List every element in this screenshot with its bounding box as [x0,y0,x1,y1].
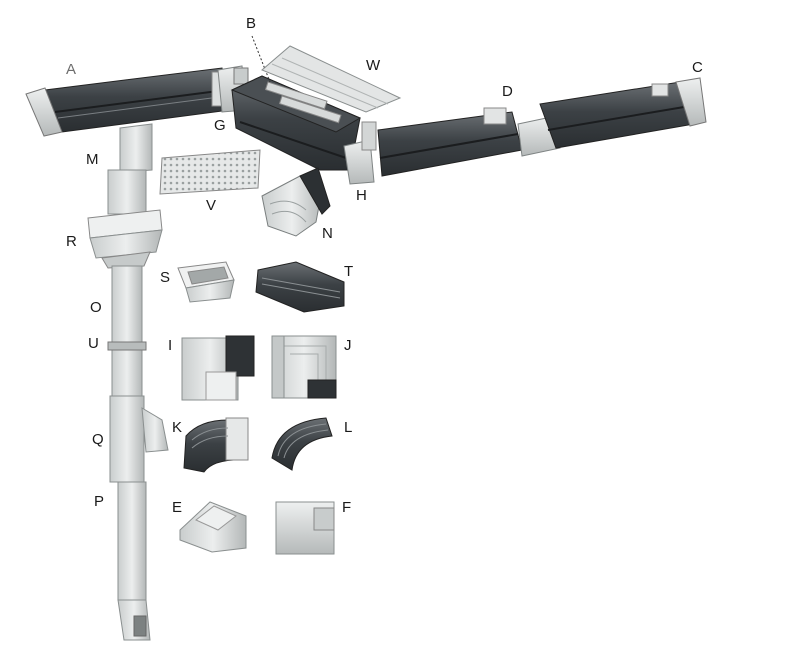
label-s: S [160,269,171,286]
elbow-n [261,167,331,237]
label-d: D [502,83,513,100]
label-g: G [214,117,226,134]
elbow-j [271,335,337,399]
label-h: H [356,187,367,204]
corner-h [343,121,377,185]
label-i: I [168,337,173,354]
label-a: A [66,61,77,78]
label-q: Q [92,431,104,448]
outlet-box-s [177,261,235,303]
label-w: W [366,57,381,74]
label-u: U [88,335,99,352]
label-c: C [692,59,703,76]
label-v: V [206,197,217,214]
label-m: M [86,151,99,168]
label-o: O [90,299,102,316]
label-r: R [66,233,77,250]
gutter-section-d [377,107,523,177]
corner-section-b [230,35,362,171]
outlet-tube [119,123,153,173]
offset-t [255,261,345,313]
label-f: F [342,499,352,516]
label-b: B [246,15,257,32]
elbow-k [183,417,249,473]
label-n: N [322,225,333,242]
label-e: E [172,499,183,516]
strainer-v [159,149,261,195]
corner-plate-f [275,501,335,555]
label-t: T [344,263,354,280]
elbow-l [271,417,333,471]
downpipe-column [87,169,169,641]
end-cap-e [179,501,247,553]
leaf-guard-w [261,45,402,113]
gutter-section-a [25,67,231,137]
label-p: P [94,493,105,510]
gutter-section-c [539,77,707,149]
elbow-i [181,335,255,401]
label-l: L [344,419,353,436]
label-k: K [172,419,183,436]
label-j: J [344,337,352,354]
